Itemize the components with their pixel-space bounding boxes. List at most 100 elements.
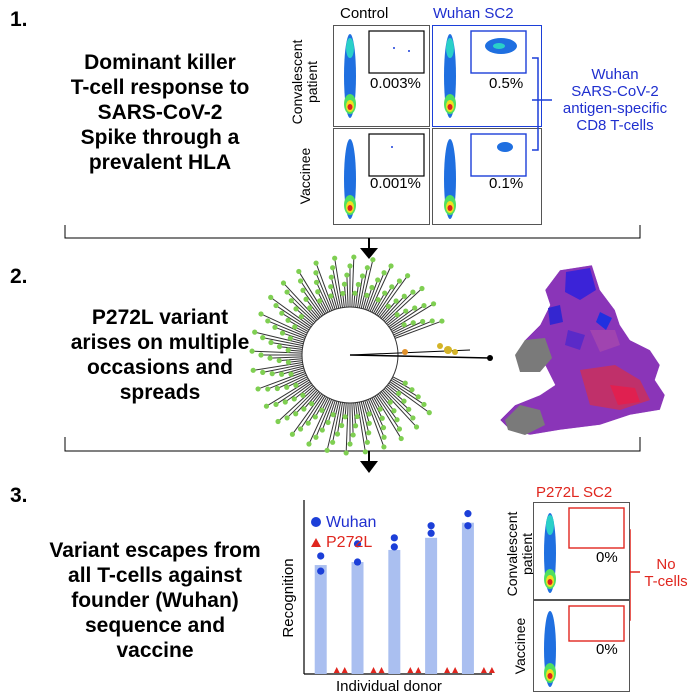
tree-branch xyxy=(362,401,370,424)
tree-branch xyxy=(290,300,316,323)
tree-tip xyxy=(342,414,348,420)
tree-tip xyxy=(340,290,346,297)
tree-tip xyxy=(285,317,291,323)
tree-tip xyxy=(300,287,306,293)
step-2-number: 2. xyxy=(10,265,28,288)
recognition-bar xyxy=(461,522,474,674)
tree-branch xyxy=(358,401,368,443)
recognition-bar xyxy=(314,565,327,674)
p272l-point xyxy=(488,667,495,673)
tree-branch xyxy=(387,310,407,326)
tree-branch xyxy=(379,392,395,412)
annotation-line: T-cells xyxy=(644,573,688,590)
tree-branch xyxy=(355,402,358,417)
percentage-label: 0.5% xyxy=(489,75,524,92)
wuhan-point xyxy=(353,558,362,566)
tree-branch xyxy=(344,402,347,417)
tree-tip xyxy=(275,418,281,425)
tree-tip xyxy=(301,406,307,412)
tree-branch xyxy=(366,399,385,448)
summary-line: sequence and xyxy=(84,614,226,637)
tree-branch xyxy=(351,402,354,435)
tree-branch xyxy=(379,306,389,318)
tree-tip xyxy=(419,285,425,292)
summary-line: Variant escapes from xyxy=(49,539,261,562)
tree-tip xyxy=(410,289,416,295)
tree-branch xyxy=(284,382,312,403)
p272l-point xyxy=(480,667,487,673)
tree-branch xyxy=(309,307,320,319)
tree-branch xyxy=(321,397,329,411)
no-tcells-annotation: No T-cells xyxy=(636,556,696,590)
tree-branch xyxy=(387,384,399,394)
tree-branch xyxy=(330,295,336,310)
tree-tip xyxy=(297,426,304,432)
tree-tip xyxy=(396,278,403,284)
tree-branch xyxy=(315,399,333,438)
recognition-bar xyxy=(388,549,401,674)
tree-branch xyxy=(377,393,398,421)
summary-line: spreads xyxy=(119,381,201,404)
tree-branch xyxy=(386,314,398,325)
tree-branch xyxy=(367,399,385,438)
tree-branch xyxy=(382,295,405,321)
y-axis-label: Recognition xyxy=(280,558,297,638)
tree-branch xyxy=(376,280,400,316)
tree-tip xyxy=(364,439,370,445)
tree-branch xyxy=(321,399,334,431)
legend-wuhan-label: Wuhan xyxy=(326,514,377,531)
tree-branch xyxy=(345,402,349,453)
tree-branch xyxy=(332,267,342,309)
tree-branch xyxy=(388,382,430,414)
tree-branch xyxy=(357,402,366,452)
annotation-line: antigen-specific xyxy=(562,100,668,117)
tree-tip xyxy=(344,272,350,278)
tree-tip xyxy=(298,314,304,320)
tree-tip xyxy=(420,318,426,325)
tree-tip xyxy=(334,431,341,437)
tree-tip xyxy=(296,268,302,275)
summary-line: SARS-CoV-2 xyxy=(97,101,223,124)
wuhan-point xyxy=(390,534,398,542)
tree-tip xyxy=(328,274,334,280)
recognition-bar xyxy=(351,562,364,674)
tree-tip xyxy=(394,312,400,318)
tree-branch xyxy=(316,282,331,312)
tree-tip xyxy=(426,410,432,416)
tree-tip xyxy=(379,415,385,421)
percentage-label: 0.001% xyxy=(370,175,421,192)
tree-tip xyxy=(412,305,418,311)
tree-tip xyxy=(282,399,288,405)
legend-p272l-label: P272L xyxy=(326,534,373,551)
row-label-line: Convalescent xyxy=(289,39,305,125)
tree-branch xyxy=(330,277,340,309)
tree-tip xyxy=(385,303,391,309)
tree-tip xyxy=(375,297,381,303)
tree-tip xyxy=(430,301,437,307)
wuhan-point xyxy=(317,552,325,560)
tree-tip xyxy=(341,281,348,287)
tree-branch xyxy=(287,319,309,332)
tree-tip xyxy=(364,265,370,271)
tree-tip xyxy=(306,441,312,447)
tree-branch xyxy=(286,388,317,419)
wuhan-point xyxy=(464,510,472,518)
flow-plot-p272l-vaccinee: 0% xyxy=(533,600,630,692)
tree-branch xyxy=(353,293,356,308)
tree-tip xyxy=(289,431,295,437)
tree-tip xyxy=(330,439,336,445)
tree-tip xyxy=(364,292,370,298)
tree-branch xyxy=(303,391,320,410)
tree-branch xyxy=(392,376,406,384)
tree-branch xyxy=(366,279,379,311)
tree-branch xyxy=(295,378,309,386)
tree-branch xyxy=(383,388,414,419)
percentage-label: 0.003% xyxy=(370,75,421,92)
tree-branch xyxy=(382,389,417,428)
tree-branch xyxy=(391,378,413,391)
tree-branch xyxy=(281,367,304,375)
tree-tip xyxy=(284,384,290,390)
tree-branch xyxy=(341,402,345,426)
tree-tip xyxy=(389,284,395,290)
annotation-line: No xyxy=(656,556,676,573)
